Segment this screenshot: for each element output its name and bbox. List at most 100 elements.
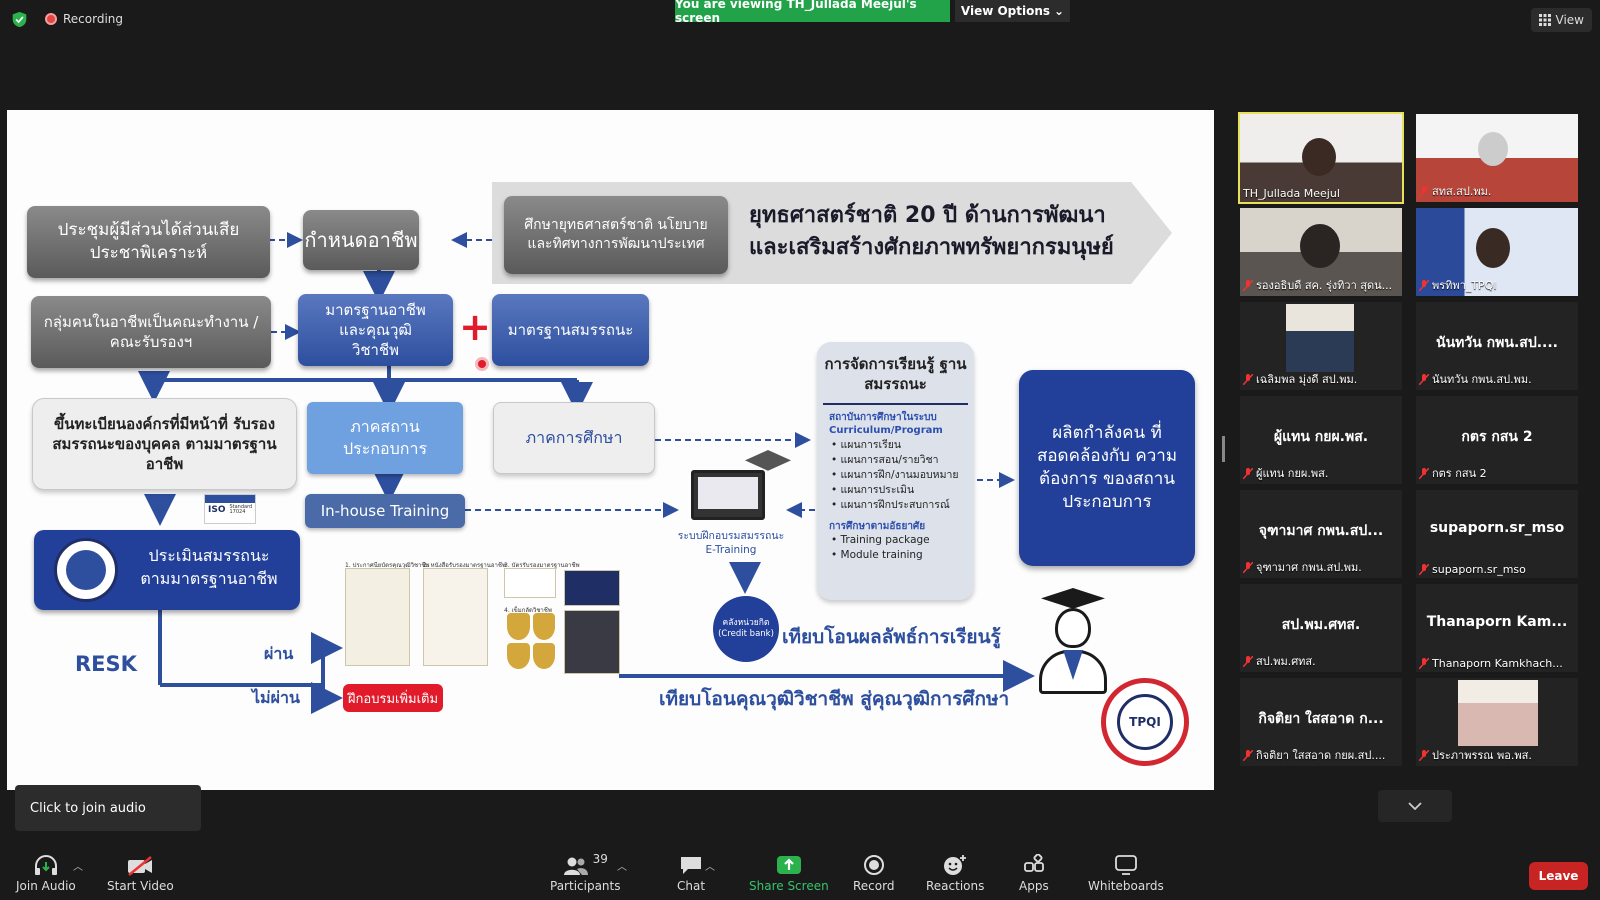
participant-tile[interactable]: ประภาพรรณ พอ.พส. xyxy=(1416,678,1578,766)
participant-name: ประภาพรรณ พอ.พส. xyxy=(1419,746,1575,764)
record-icon xyxy=(863,855,884,875)
learning-item: • Module training xyxy=(831,549,923,562)
participant-name: รองอธิบดี สค. รุ่งทิวา สุดน... xyxy=(1243,276,1399,294)
suit-photo-image xyxy=(564,610,620,674)
participant-name-text: ประภาพรรณ พอ.พส. xyxy=(1432,749,1532,762)
participant-tile[interactable]: สป.พม.ศทส. สป.พม.ศทส. xyxy=(1240,584,1402,672)
inhouse-training-box: In-house Training xyxy=(305,494,465,528)
share-screen-button[interactable]: Share Screen xyxy=(749,852,829,893)
participant-avatar xyxy=(1478,132,1508,166)
view-button[interactable]: View xyxy=(1530,8,1592,32)
transfer-qualification-label: เทียบโอนคุณวุฒิวิชาชีพ สู่คุณวุฒิการศึกษ… xyxy=(659,688,1010,710)
shield-icon[interactable] xyxy=(11,11,28,28)
chat-label: Chat xyxy=(677,879,706,893)
competency-learning-panel: การจัดการเรียนรู้ ฐานสมรรถนะ สถาบันการศึ… xyxy=(817,342,974,600)
join-audio-button[interactable]: Join Audio xyxy=(16,852,76,893)
mic-muted-icon xyxy=(1419,658,1429,669)
recording-indicator[interactable]: Recording xyxy=(45,12,123,26)
participant-name: เฉลิมพล มุ่งดี สป.พม. xyxy=(1243,370,1399,388)
participant-name-text: กตร กสน 2 xyxy=(1432,467,1487,480)
strategy-line-1: ยุทธศาสตร์ชาติ 20 ปี ด้านการพัฒนา xyxy=(749,203,1106,228)
participant-display-name: ผู้แทน กยผ.พส. xyxy=(1273,429,1369,445)
learning-item: • แผนการฝึก/งานมอบหมาย xyxy=(831,468,959,481)
participant-tile[interactable]: นันทวัน กพน.สป.... นันทวัน กพน.สป.พม. xyxy=(1416,302,1578,390)
participant-tile[interactable]: TH_Jullada Meejul xyxy=(1238,112,1404,204)
learning-item: • แผนการเรียน xyxy=(831,438,902,451)
participant-name-text: สป.พม.ศทส. xyxy=(1256,655,1316,668)
chevron-down-icon: ⌄ xyxy=(1054,4,1065,18)
mic-muted-icon xyxy=(1419,373,1429,385)
resk-label: RESK xyxy=(75,652,137,676)
start-video-button[interactable]: Start Video xyxy=(107,852,174,893)
mic-muted-icon xyxy=(1243,373,1253,385)
chevron-down-icon xyxy=(1408,802,1422,810)
stakeholder-box: ประชุมผู้มีส่วนได้ส่วนเสีย ประชาพิเคราะห… xyxy=(27,206,270,278)
participant-name-text: supaporn.sr_mso xyxy=(1432,563,1526,576)
learning-item: • Training package xyxy=(831,534,930,547)
plus-icon: + xyxy=(459,305,491,350)
participant-display-name: supaporn.sr_mso xyxy=(1429,520,1565,536)
participant-display-name: จุฑามาศ กพน.สป... xyxy=(1258,523,1384,539)
whiteboards-button[interactable]: Whiteboards xyxy=(1088,852,1164,893)
reactions-button[interactable]: Reactions xyxy=(926,852,984,893)
working-group-box: กลุ่มคนในอาชีพเป็นคณะทำงาน /คณะรับรองฯ xyxy=(31,296,271,368)
graduate-icon xyxy=(1037,588,1109,698)
national-strategy-box: ศึกษายุทธศาสตร์ชาติ นโยบาย และทิศทางการพ… xyxy=(504,196,728,274)
participant-name: TH_Jullada Meejul xyxy=(1243,187,1399,200)
tpqi-logo-text: TPQI xyxy=(1129,715,1161,729)
leave-button[interactable]: Leave xyxy=(1529,862,1588,890)
etraining-label: ระบบฝึกอบรมสมรรถนะ E-Training xyxy=(677,530,785,556)
participant-tile[interactable]: กตร กสน 2 กตร กสน 2 xyxy=(1416,396,1578,484)
join-audio-label: Join Audio xyxy=(16,879,76,893)
join-audio-tooltip: Click to join audio xyxy=(15,785,201,831)
record-label: Record xyxy=(853,879,895,893)
participant-display-name: สป.พม.ศทส. xyxy=(1281,617,1361,633)
view-options-button[interactable]: View Options ⌄ xyxy=(955,0,1070,22)
reactions-label: Reactions xyxy=(926,879,985,893)
learning-panel-sub2: การศึกษาตามอัธยาศัย xyxy=(829,520,926,532)
participant-tile[interactable]: พรทิพา_TPQI xyxy=(1416,208,1578,296)
competency-standard-box: มาตรฐานสมรรถนะ xyxy=(492,294,649,366)
apps-button[interactable]: Apps xyxy=(1019,852,1049,893)
chat-button[interactable]: Chat xyxy=(677,852,705,893)
panel-resize-handle[interactable] xyxy=(1222,436,1225,462)
record-button[interactable]: Record xyxy=(853,852,894,893)
define-occupation-box: กำหนดอาชีพ xyxy=(303,210,419,270)
participant-tile[interactable]: รองอธิบดี สค. รุ่งทิวา สุดน... xyxy=(1240,208,1402,296)
participant-name: สป.พม.ศทส. xyxy=(1243,652,1399,670)
participant-tile[interactable]: สทส.สป.พม. xyxy=(1416,114,1578,202)
flow-connectors xyxy=(138,232,1035,714)
mic-muted-icon xyxy=(1243,467,1253,479)
participant-tile[interactable]: ผู้แทน กยผ.พส. ผู้แทน กยผ.พส. xyxy=(1240,396,1402,484)
participant-display-name: Thanaporn Kam... xyxy=(1426,614,1568,630)
tpqi-logo: TPQI xyxy=(1101,678,1189,766)
mic-muted-icon xyxy=(1419,185,1429,197)
participant-name-text: จุฑามาศ กพน.สป.พม. xyxy=(1256,561,1362,574)
participant-tile[interactable]: จุฑามาศ กพน.สป... จุฑามาศ กพน.สป.พม. xyxy=(1240,490,1402,578)
participant-tile[interactable]: กิจติยา ใสสอาด ก... กิจติยา ใสสอาด กยผ.ส… xyxy=(1240,678,1402,766)
participant-tile[interactable]: supaporn.sr_mso supaporn.sr_mso xyxy=(1416,490,1578,578)
participants-button[interactable]: 39 Participants xyxy=(550,852,621,893)
id-card-dark-image xyxy=(564,570,620,606)
workforce-box: ผลิตกำลังคน ที่สอดคล้องกับ ความต้องการ ข… xyxy=(1019,370,1195,566)
view-label: View xyxy=(1555,13,1584,27)
viewing-banner: You are viewing TH_Jullada Meejul's scre… xyxy=(675,0,950,25)
cert-label-3: 3. บัตรรับรองมาตรฐานอาชีพ xyxy=(504,562,580,569)
learning-panel-title: การจัดการเรียนรู้ ฐานสมรรถนะ xyxy=(824,355,967,394)
participants-options-caret[interactable]: ︿ xyxy=(617,862,627,873)
mic-muted-icon xyxy=(1419,749,1429,761)
mic-muted-icon xyxy=(1419,564,1429,575)
participant-tile[interactable]: เฉลิมพล มุ่งดี สป.พม. xyxy=(1240,302,1402,390)
mic-muted-icon xyxy=(1243,655,1253,667)
participant-tile[interactable]: Thanaporn Kam... Thanaporn Kamkhach... xyxy=(1416,584,1578,672)
gallery-next-page-button[interactable] xyxy=(1378,790,1452,822)
chat-options-caret[interactable]: ︿ xyxy=(705,862,715,873)
assess-competency-box: ประเมินสมรรถนะ ตามมาตรฐานอาชีพ xyxy=(34,530,300,610)
record-dot-icon xyxy=(45,13,57,25)
grid-icon xyxy=(1538,14,1551,26)
participant-name: สทส.สป.พม. xyxy=(1419,182,1575,200)
certificate-image xyxy=(345,568,410,666)
transfer-results-label: เทียบโอนผลลัพธ์การเรียนรู้ xyxy=(782,626,1001,648)
audio-options-caret[interactable]: ︿ xyxy=(73,862,83,873)
participant-avatar xyxy=(1476,228,1510,268)
